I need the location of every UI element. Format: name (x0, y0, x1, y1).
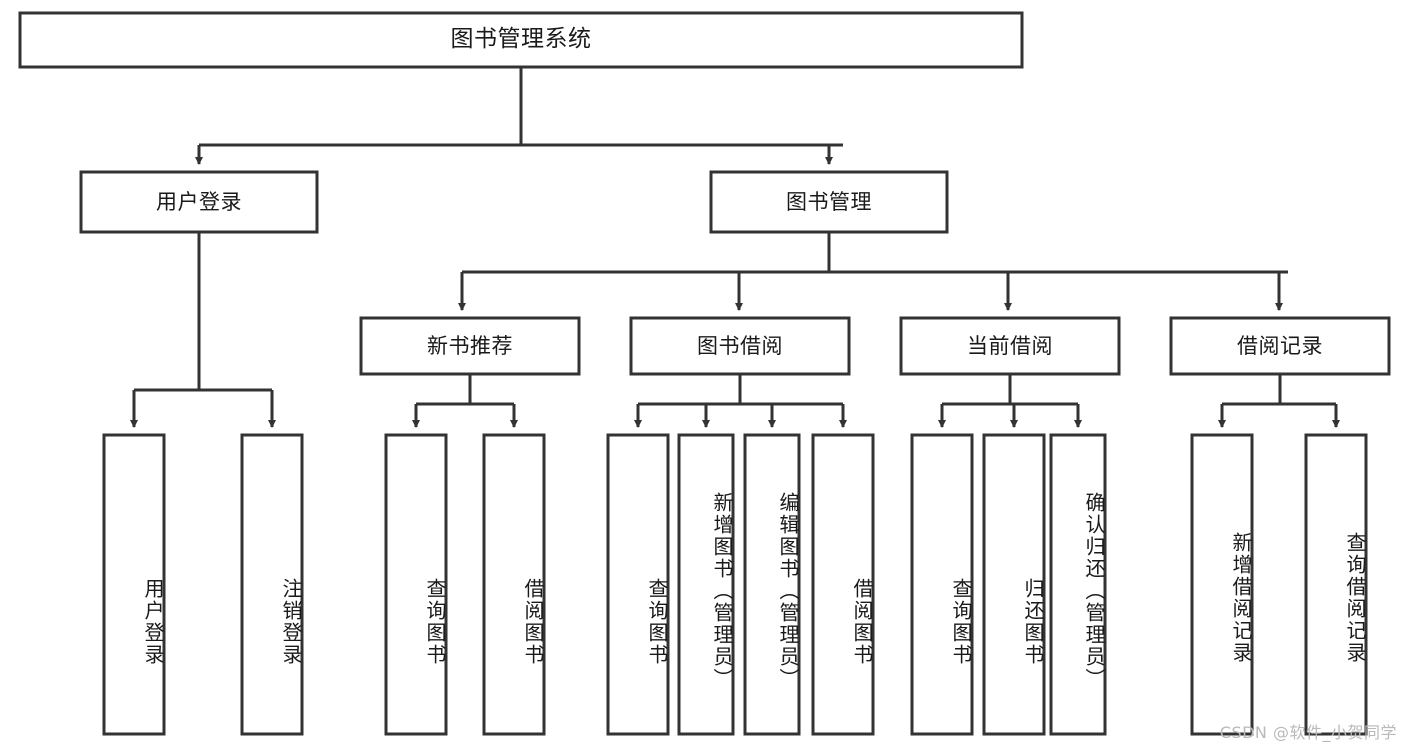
node-box-new-book-recommend[interactable] (359, 316, 581, 376)
node-box-borrow-records[interactable] (1169, 316, 1391, 376)
node-box-leaf-confirm-return[interactable] (1049, 433, 1107, 736)
node-box-leaf-logout[interactable] (240, 433, 304, 736)
node-box-leaf-return-book[interactable] (982, 433, 1046, 736)
node-box-leaf-borrow-book-b[interactable] (811, 433, 875, 736)
node-box-leaf-user-login[interactable] (102, 433, 166, 736)
node-box-current-borrow[interactable] (899, 316, 1121, 376)
node-box-user-login[interactable] (79, 170, 319, 234)
node-box-book-borrow[interactable] (629, 316, 851, 376)
node-box-root[interactable] (18, 11, 1024, 69)
node-box-leaf-query-record[interactable] (1304, 433, 1368, 736)
node-box-leaf-edit-book[interactable] (743, 433, 801, 736)
node-boxes (18, 11, 1391, 736)
node-box-leaf-query-book-a[interactable] (384, 433, 448, 736)
node-box-leaf-add-record[interactable] (1190, 433, 1254, 736)
node-box-leaf-add-book[interactable] (677, 433, 735, 736)
watermark-text: CSDN @软件_小贺同学 (1219, 723, 1397, 742)
connector-lines (130, 67, 1340, 428)
node-box-leaf-borrow-book-a[interactable] (482, 433, 546, 736)
node-box-leaf-query-book-c[interactable] (910, 433, 974, 736)
node-box-leaf-query-book-b[interactable] (606, 433, 670, 736)
node-box-book-management[interactable] (709, 170, 949, 234)
